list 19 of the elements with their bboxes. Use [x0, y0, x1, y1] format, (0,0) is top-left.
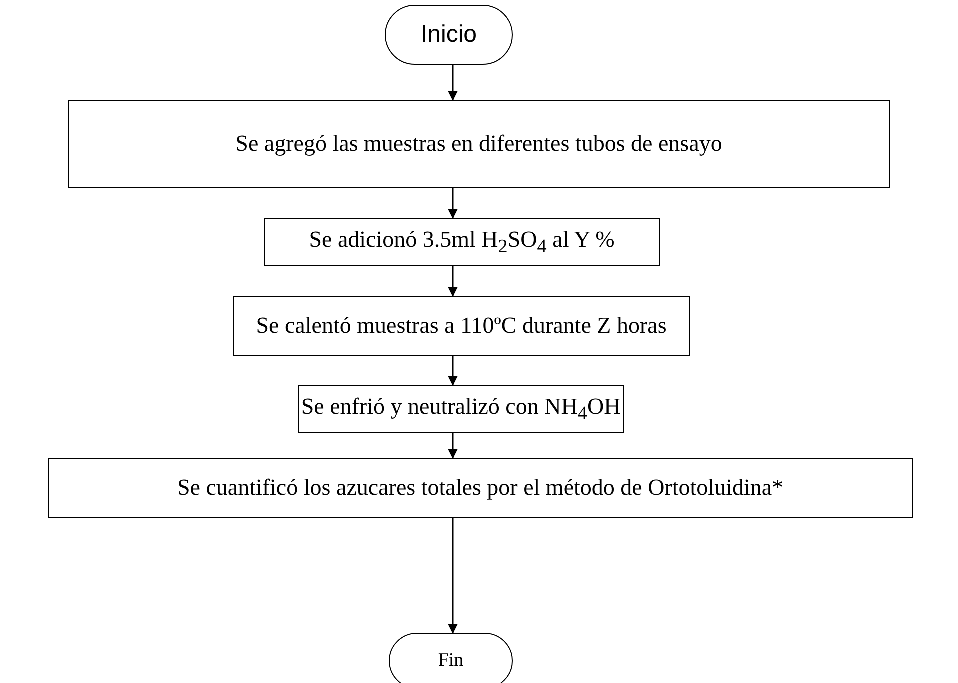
process-box	[264, 218, 660, 266]
process-box	[68, 100, 890, 188]
terminal-label: Inicio	[420, 22, 478, 48]
arrow	[448, 433, 458, 459]
process-box	[48, 458, 913, 518]
step-text: Se calentó muestras a 110ºC durante Z horas	[256, 313, 667, 339]
step-text: Se adicionó 3.5ml H$_{2}$SO$_{4}$ al Y %	[309, 226, 615, 258]
step-text: Se cuantificó los azucares totales por el método de Ortotoluidina*	[177, 475, 784, 501]
arrow	[448, 356, 458, 386]
terminal-label: Fin	[438, 650, 464, 672]
step-text: Se agregó las muestras en diferentes tubos de ensayo	[236, 131, 722, 157]
step-text: Se enfrió y neutralizó con NH$_{4}$OH	[301, 394, 621, 424]
arrow	[448, 266, 458, 297]
terminal-shape	[389, 633, 513, 683]
process-box	[233, 296, 690, 356]
arrow	[448, 518, 458, 634]
arrow	[448, 65, 458, 101]
arrow	[448, 188, 458, 219]
process-box	[298, 385, 624, 433]
